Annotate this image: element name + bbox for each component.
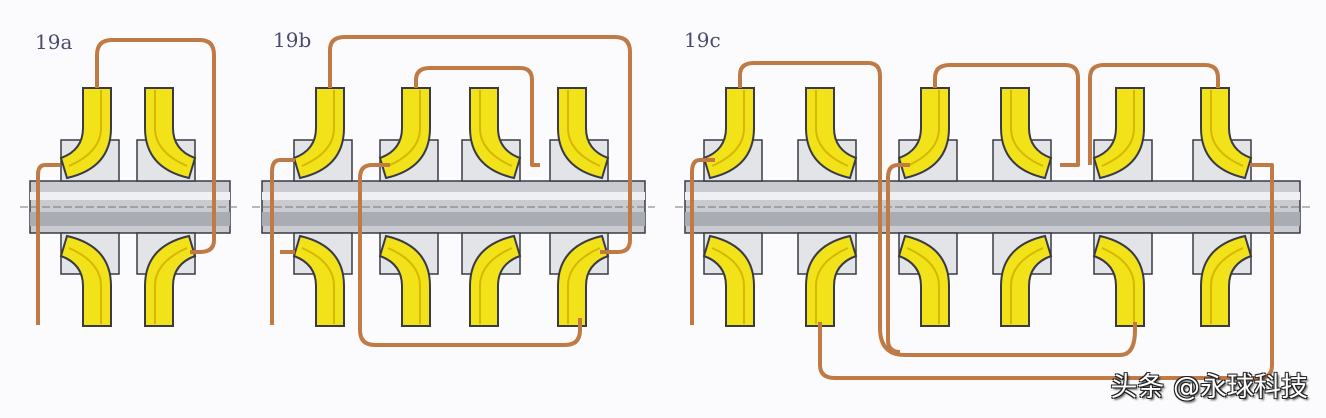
shaft <box>20 180 240 234</box>
shaft <box>675 180 1310 234</box>
pipe-19c-3 <box>1088 63 1220 165</box>
upper-impeller <box>1092 87 1153 182</box>
lower-impeller <box>897 232 958 327</box>
watermark: 头条 @永球科技 <box>1110 372 1308 403</box>
lower-impeller <box>378 232 439 327</box>
upper-impeller <box>897 87 958 182</box>
lower-impeller <box>992 232 1053 327</box>
pipe-19a-crossover <box>95 38 216 254</box>
shaft <box>252 180 655 234</box>
pipe-19b-inner <box>414 66 540 167</box>
upper-impeller <box>1192 87 1253 182</box>
lower-impeller <box>549 232 610 327</box>
upper-impeller <box>549 87 610 182</box>
lower-impeller <box>1192 232 1253 327</box>
lower-impeller <box>292 232 353 327</box>
upper-impeller <box>702 87 763 182</box>
pipe-19c-1 <box>738 61 1137 357</box>
lower-impeller <box>136 232 197 327</box>
upper-impeller <box>797 87 858 182</box>
upper-impeller <box>292 87 353 182</box>
lower-impeller <box>59 232 120 327</box>
upper-impeller <box>992 87 1053 182</box>
label-19b: 19b <box>273 28 312 52</box>
upper-impeller <box>378 87 439 182</box>
upper-impeller <box>136 87 197 182</box>
lower-impeller <box>797 232 858 327</box>
pipe-19c-5 <box>818 163 1274 380</box>
pipe-19b-loop <box>358 163 582 347</box>
pipes <box>36 35 1274 380</box>
lower-impeller <box>702 232 763 327</box>
lower-impeller <box>1092 232 1153 327</box>
label-19a: 19a <box>35 30 73 54</box>
pipe-19c-4 <box>886 163 910 354</box>
pipe-19a-intake <box>36 163 60 325</box>
label-19c: 19c <box>684 28 721 52</box>
pipe-19c-intake <box>690 158 715 325</box>
upper-impeller <box>461 87 522 182</box>
pipe-19c-2 <box>933 63 1080 167</box>
pipe-19b-intake <box>270 158 295 325</box>
lower-impeller <box>461 232 522 327</box>
pipe-19b-outer <box>328 35 632 254</box>
upper-impeller <box>59 87 120 182</box>
